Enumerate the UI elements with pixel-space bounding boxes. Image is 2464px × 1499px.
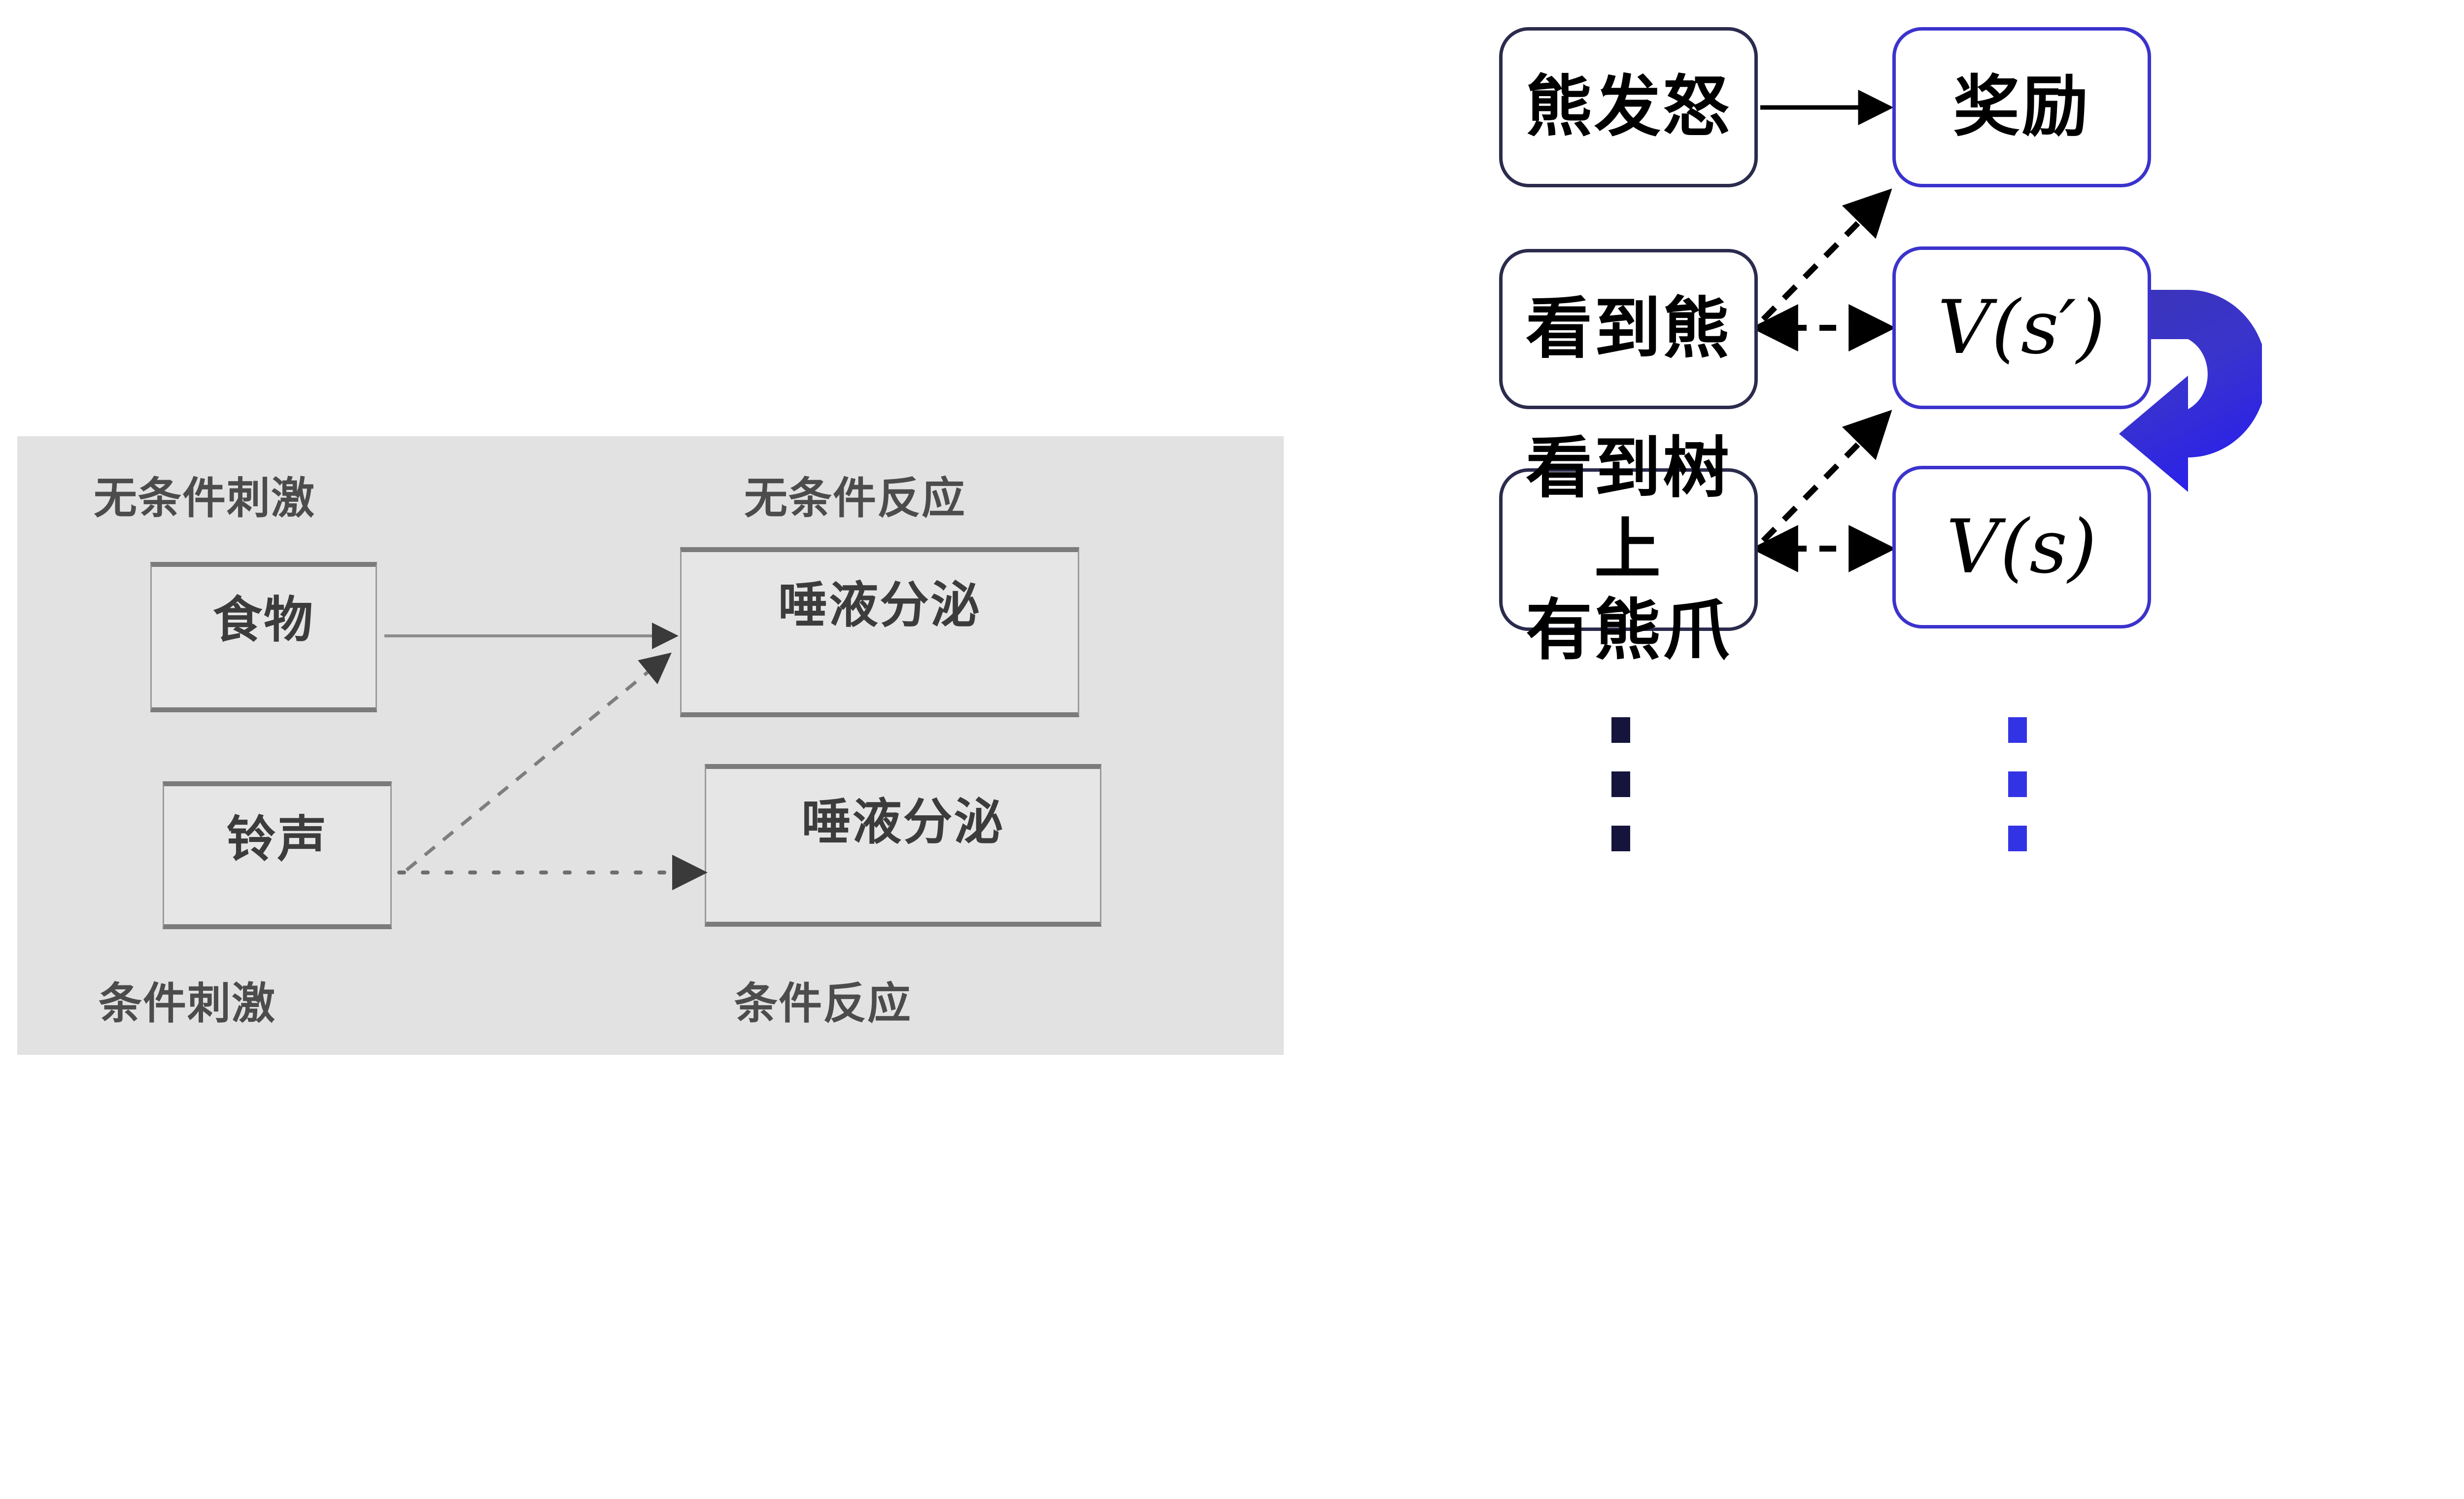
value-box-v-s-prime[interactable]: V(s′) xyxy=(1892,246,2151,409)
label-conditioned-response: 条件反应 xyxy=(734,978,912,1029)
value-box-reward[interactable]: 奖励 xyxy=(1892,27,2151,187)
box-food: 食物 xyxy=(150,562,377,712)
box-bell: 铃声 xyxy=(163,781,392,929)
value-box-v-s-prime-label: V(s′) xyxy=(1937,285,2106,371)
ellipsis-dot xyxy=(1611,826,1630,851)
box-salivation-conditioned: 唾液分泌 xyxy=(705,764,1101,927)
state-box-bear-angry-label: 熊发怒 xyxy=(1526,68,1731,146)
value-box-v-s[interactable]: V(s) xyxy=(1892,466,2151,628)
classical-conditioning-panel: 无条件刺激 无条件反应 条件刺激 条件反应 食物 唾液分泌 铃声 唾液分泌 xyxy=(17,436,1284,1055)
label-conditioned-stimulus: 条件刺激 xyxy=(99,978,276,1029)
ellipsis-dot xyxy=(2008,717,2027,743)
edge-see-bear-to-reward xyxy=(1761,188,1892,322)
label-unconditioned-stimulus: 无条件刺激 xyxy=(94,473,316,523)
box-salivation-unconditioned: 唾液分泌 xyxy=(680,547,1079,717)
state-box-see-bear-label: 看到熊 xyxy=(1526,290,1731,368)
edge-bell-to-salivation-unconditioned xyxy=(405,652,672,872)
state-box-see-claw-label: 看到树上 有熊爪 xyxy=(1526,429,1731,669)
state-box-see-claw[interactable]: 看到树上 有熊爪 xyxy=(1499,429,1758,669)
label-unconditioned-response: 无条件反应 xyxy=(744,473,966,523)
rl-td-diagram: 熊发怒 看到熊 看到树上 有熊爪 奖励 V(s′) V(s) xyxy=(1478,0,2464,1499)
ellipsis-dot xyxy=(2008,771,2027,797)
feedback-loop-arrow xyxy=(2119,290,2262,492)
value-box-reward-label: 奖励 xyxy=(1953,68,2090,146)
value-box-v-s-label: V(s) xyxy=(1946,504,2097,590)
box-bell-label: 铃声 xyxy=(226,810,328,868)
ellipsis-dot xyxy=(2008,826,2027,851)
ellipsis-dot xyxy=(1611,717,1630,743)
state-box-see-bear[interactable]: 看到熊 xyxy=(1499,249,1758,409)
box-salivation-conditioned-label: 唾液分泌 xyxy=(801,793,1005,851)
ellipsis-dot xyxy=(1611,771,1630,797)
box-salivation-unconditioned-label: 唾液分泌 xyxy=(778,576,981,634)
rl-edges xyxy=(1750,90,1896,572)
state-box-bear-angry[interactable]: 熊发怒 xyxy=(1499,27,1758,187)
box-food-label: 食物 xyxy=(213,591,314,649)
edge-see-claw-to-vsprime xyxy=(1761,410,1892,543)
ellipsis-right-column xyxy=(2008,717,2027,851)
ellipsis-left-column xyxy=(1611,717,1630,851)
classical-conditioning-edges xyxy=(384,623,708,890)
